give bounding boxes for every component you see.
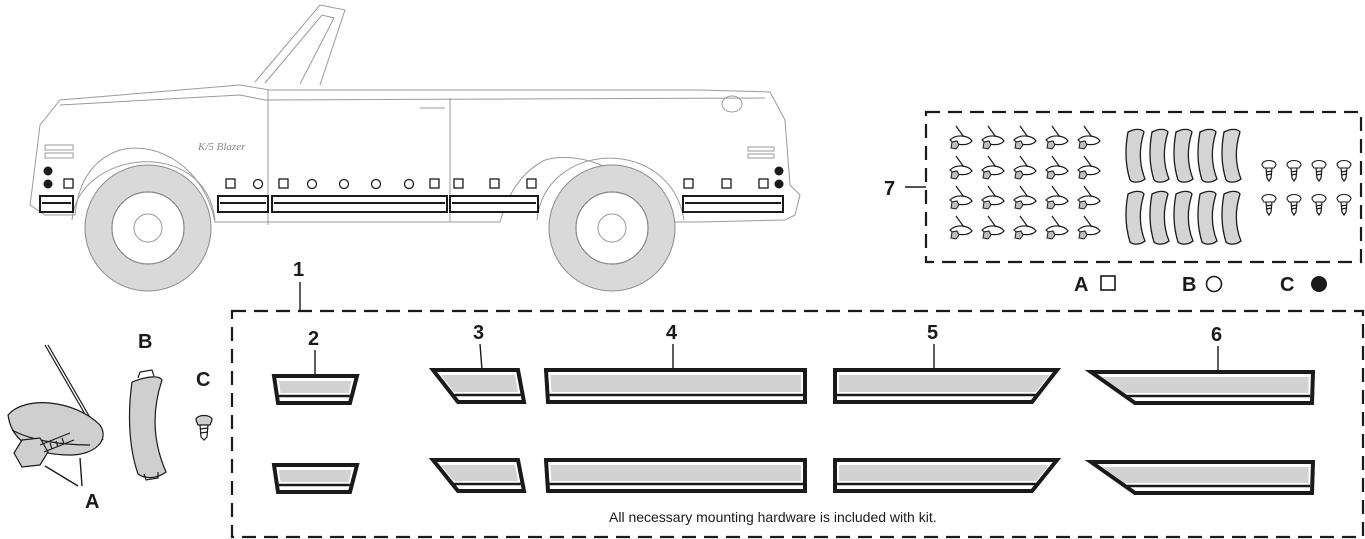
legend-a-label: A xyxy=(1074,274,1088,296)
molding-strip-5-upper xyxy=(833,368,1062,404)
spring-clip-icon xyxy=(1077,215,1101,240)
legend-c-dot-symbol xyxy=(1311,276,1327,292)
clip-a-detail: A xyxy=(7,344,104,513)
clip-legend: A B C xyxy=(1074,274,1327,296)
spring-clip-icon xyxy=(1013,215,1037,240)
hardware-screws-c-group xyxy=(1261,159,1352,217)
screw-icon xyxy=(1311,159,1327,183)
screw-icon xyxy=(1261,159,1277,183)
vehicle-molding-band xyxy=(39,195,784,213)
curved-retainer-clip-icon xyxy=(1149,190,1170,245)
molding-strip-5-lower xyxy=(833,458,1062,493)
screw-icon xyxy=(1311,193,1327,217)
screw-icon xyxy=(1286,193,1302,217)
molding-strip-4-lower xyxy=(543,458,807,493)
curved-retainer-clip-icon xyxy=(1197,128,1218,183)
molding-strip-2-lower xyxy=(271,463,360,494)
curved-retainer-clip-icon xyxy=(1149,128,1170,183)
callout-clip-b: B xyxy=(138,331,152,353)
legend-b-label: B xyxy=(1182,274,1196,296)
hardware-clips-b-group xyxy=(1125,128,1242,245)
screw-icon xyxy=(1261,193,1277,217)
spring-clip-icon xyxy=(1013,185,1037,210)
kit-note-text: All necessary mounting hardware is inclu… xyxy=(609,509,937,525)
screw-icon xyxy=(1286,159,1302,183)
spring-clip-icon xyxy=(949,185,973,210)
spring-clip-icon xyxy=(949,155,973,180)
callout-4: 4 xyxy=(666,322,678,344)
legend-c-label: C xyxy=(1280,274,1294,296)
vehicle-illustration: K/5 Blazer xyxy=(29,4,801,292)
callout-6: 6 xyxy=(1211,324,1222,346)
screw-icon xyxy=(1336,193,1352,217)
spring-clip-icon xyxy=(1045,125,1069,150)
callout-1: 1 xyxy=(293,259,304,281)
callout-7: 7 xyxy=(884,178,895,200)
legend-a-square-symbol xyxy=(1100,275,1116,291)
spring-clip-icon xyxy=(949,125,973,150)
curved-retainer-clip-icon xyxy=(1125,128,1146,183)
curved-retainer-clip-icon xyxy=(1125,190,1146,245)
molding-strip-6-upper xyxy=(1084,370,1316,405)
molding-strip-4-upper xyxy=(543,368,807,404)
callout-2: 2 xyxy=(308,328,319,350)
screw-icon xyxy=(1336,159,1352,183)
molding-kit-box: 1 2 3 4 5 6 All necessary mounting hardw… xyxy=(230,259,1365,539)
legend-b-circle-symbol xyxy=(1205,275,1223,293)
callout-5: 5 xyxy=(927,322,938,344)
molding-strip-3-upper xyxy=(428,368,527,404)
spring-clip-icon xyxy=(1077,125,1101,150)
spring-clip-icon xyxy=(1077,155,1101,180)
clip-b-detail: B xyxy=(128,331,167,481)
spring-clip-icon xyxy=(949,215,973,240)
spring-clip-icon xyxy=(1013,155,1037,180)
spring-clip-icon xyxy=(1045,155,1069,180)
molding-strip-3-lower xyxy=(428,458,527,493)
callout-3: 3 xyxy=(473,322,484,344)
spring-clip-icon xyxy=(981,185,1005,210)
callout-clip-a: A xyxy=(85,491,99,513)
clip-c-detail: C xyxy=(195,369,213,441)
molding-strip-2-upper xyxy=(271,374,360,405)
vehicle-clip-markers xyxy=(43,166,784,190)
curved-retainer-clip-icon xyxy=(1221,190,1242,245)
curved-retainer-clip-icon xyxy=(1197,190,1218,245)
curved-retainer-clip-icon xyxy=(1221,128,1242,183)
curved-retainer-clip-icon xyxy=(1173,190,1194,245)
spring-clip-icon xyxy=(981,125,1005,150)
badge-text: K/5 Blazer xyxy=(197,141,246,153)
molding-strip-6-lower xyxy=(1084,460,1316,495)
spring-clip-icon xyxy=(1013,125,1037,150)
callout-clip-c: C xyxy=(196,369,210,391)
spring-clip-icon xyxy=(1077,185,1101,210)
molding-strips-group xyxy=(271,368,1316,495)
hardware-kit-box: 7 xyxy=(884,110,1363,264)
hardware-clips-a-group xyxy=(949,125,1101,240)
spring-clip-icon xyxy=(981,215,1005,240)
spring-clip-icon xyxy=(1045,215,1069,240)
spring-clip-icon xyxy=(1045,185,1069,210)
curved-retainer-clip-icon xyxy=(1173,128,1194,183)
spring-clip-icon xyxy=(981,155,1005,180)
